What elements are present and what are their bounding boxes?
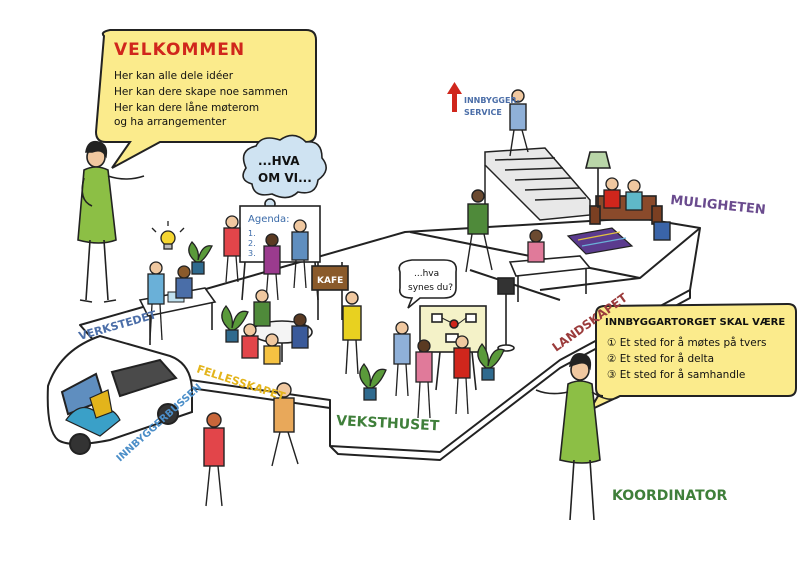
whiteboard-title: Agenda: xyxy=(248,214,290,225)
goals-item-3-text: Et sted for å samhandle xyxy=(619,369,746,381)
flipboard xyxy=(419,305,487,391)
area-koordinator: KOORDINATOR xyxy=(612,488,728,504)
small-speech-line-1: ...hva xyxy=(414,269,439,279)
cafe-sign xyxy=(311,262,349,320)
area-veksthuset: VEKSTHUSET xyxy=(336,413,440,434)
stool xyxy=(653,221,671,241)
person-desk xyxy=(527,229,545,263)
arrow-up-icon xyxy=(447,82,462,112)
staircase xyxy=(484,147,591,232)
welcome-bubble-shape xyxy=(94,29,317,169)
host-woman xyxy=(77,140,145,303)
cafe-people xyxy=(241,289,309,365)
meeting-people xyxy=(223,215,309,301)
goals-item-1: ① Et sted for å møtes på tvers xyxy=(607,337,767,349)
floor-ledge-2 xyxy=(329,290,691,461)
rug xyxy=(566,227,634,255)
welcome-line-1: Her kan alle dele idéer xyxy=(114,70,234,82)
area-muligheten: MULIGHETEN xyxy=(670,193,767,218)
goals-bubble-shape xyxy=(587,302,797,413)
welcome-line-3: Her kan dere låne møterom xyxy=(114,102,260,114)
whiteboard-item-2: 2. xyxy=(248,239,256,248)
floor-divider-2 xyxy=(539,277,641,291)
veksthuset-people xyxy=(393,321,471,419)
whiteboard-item-3: 3. xyxy=(248,249,256,258)
goals-item-3: ③ Et sted for å samhandle xyxy=(607,369,745,381)
floor-plan xyxy=(79,217,701,461)
cafe-sign-label: KAFE xyxy=(317,276,343,286)
goals-item-1-text: Et sted for å møtes på tvers xyxy=(619,337,767,349)
whiteboard-item-1: 1. xyxy=(248,229,256,238)
welcome-bubble: VELKOMMEN Her kan alle dele idéer Her ka… xyxy=(96,30,314,142)
workshop-people xyxy=(147,261,193,341)
people-sofa xyxy=(603,177,643,211)
goals-item-3-number: ③ xyxy=(607,369,620,381)
welcome-line-4: og ha arrangementer xyxy=(114,116,227,128)
info-post xyxy=(497,277,515,352)
citizen-bus xyxy=(46,334,193,455)
innbyggerservice-line-1: INNBYGGER- xyxy=(464,96,520,105)
person-stairs xyxy=(509,89,529,157)
potted-plant xyxy=(188,241,505,401)
person-walking xyxy=(465,189,493,273)
thought-bubble-shape xyxy=(242,134,327,218)
welcome-title: VELKOMMEN xyxy=(114,40,246,60)
goals-item-2-text: Et sted for å delta xyxy=(619,353,715,365)
goals-item-2: ② Et sted for å delta xyxy=(607,353,714,365)
foreground-people xyxy=(203,382,299,507)
goals-item-1-number: ① xyxy=(607,337,620,349)
goals-item-2-number: ② xyxy=(607,353,620,365)
thought-line-1: ...HVA xyxy=(258,154,300,168)
innbyggerservice-line-2: SERVICE xyxy=(464,108,502,117)
coordinator-woman xyxy=(535,352,621,521)
floor-lamp xyxy=(584,151,612,208)
worker-yellow xyxy=(342,291,362,375)
main-floor xyxy=(79,217,701,453)
thought-line-2: OM VI... xyxy=(258,171,312,185)
small-speech-line-2: synes du? xyxy=(408,283,453,293)
goals-title: INNBYGGARTORGET SKAL VÆRE xyxy=(605,317,786,328)
lightbulb-icon xyxy=(151,221,185,250)
floor-divider-3 xyxy=(469,269,561,301)
welcome-line-2: Her kan dere skape noe sammen xyxy=(114,86,288,98)
goals-bubble: INNBYGGARTORGET SKAL VÆRE ① Et sted for … xyxy=(595,305,795,397)
small-speech-shape xyxy=(398,259,458,309)
